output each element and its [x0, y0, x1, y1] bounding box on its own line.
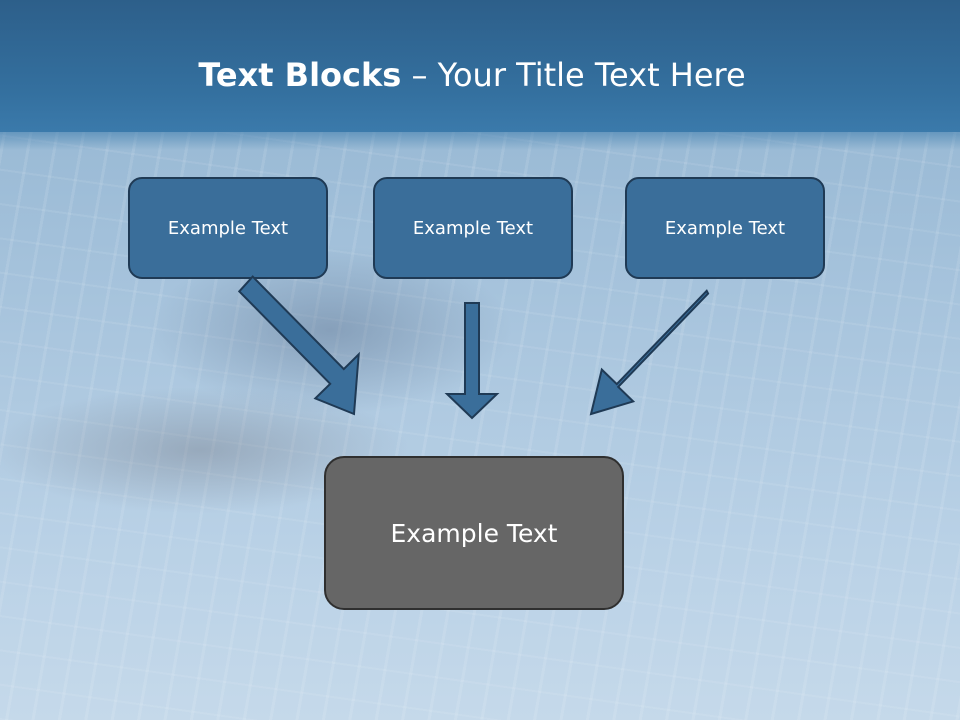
text-block-right-label: Example Text: [664, 217, 786, 239]
slide-title: Text Blocks – Your Title Text Here: [0, 50, 944, 100]
text-block-bottom-label: Example Text: [390, 518, 558, 548]
text-block-center[interactable]: Example Text: [373, 177, 573, 279]
text-block-left[interactable]: Example Text: [128, 177, 328, 279]
text-block-bottom[interactable]: Example Text: [324, 456, 624, 610]
text-block-right[interactable]: Example Text: [625, 177, 825, 279]
arrow-center-icon: [444, 302, 500, 420]
title-rest: Your Title Text Here: [437, 56, 746, 94]
arrow-left-icon: [237, 275, 360, 416]
title-bold: Text Blocks: [198, 56, 402, 94]
title-banner: [0, 0, 960, 150]
arrow-right-icon: [589, 289, 710, 416]
text-block-center-label: Example Text: [412, 217, 534, 239]
text-block-left-label: Example Text: [167, 217, 289, 239]
title-separator: –: [401, 56, 438, 94]
